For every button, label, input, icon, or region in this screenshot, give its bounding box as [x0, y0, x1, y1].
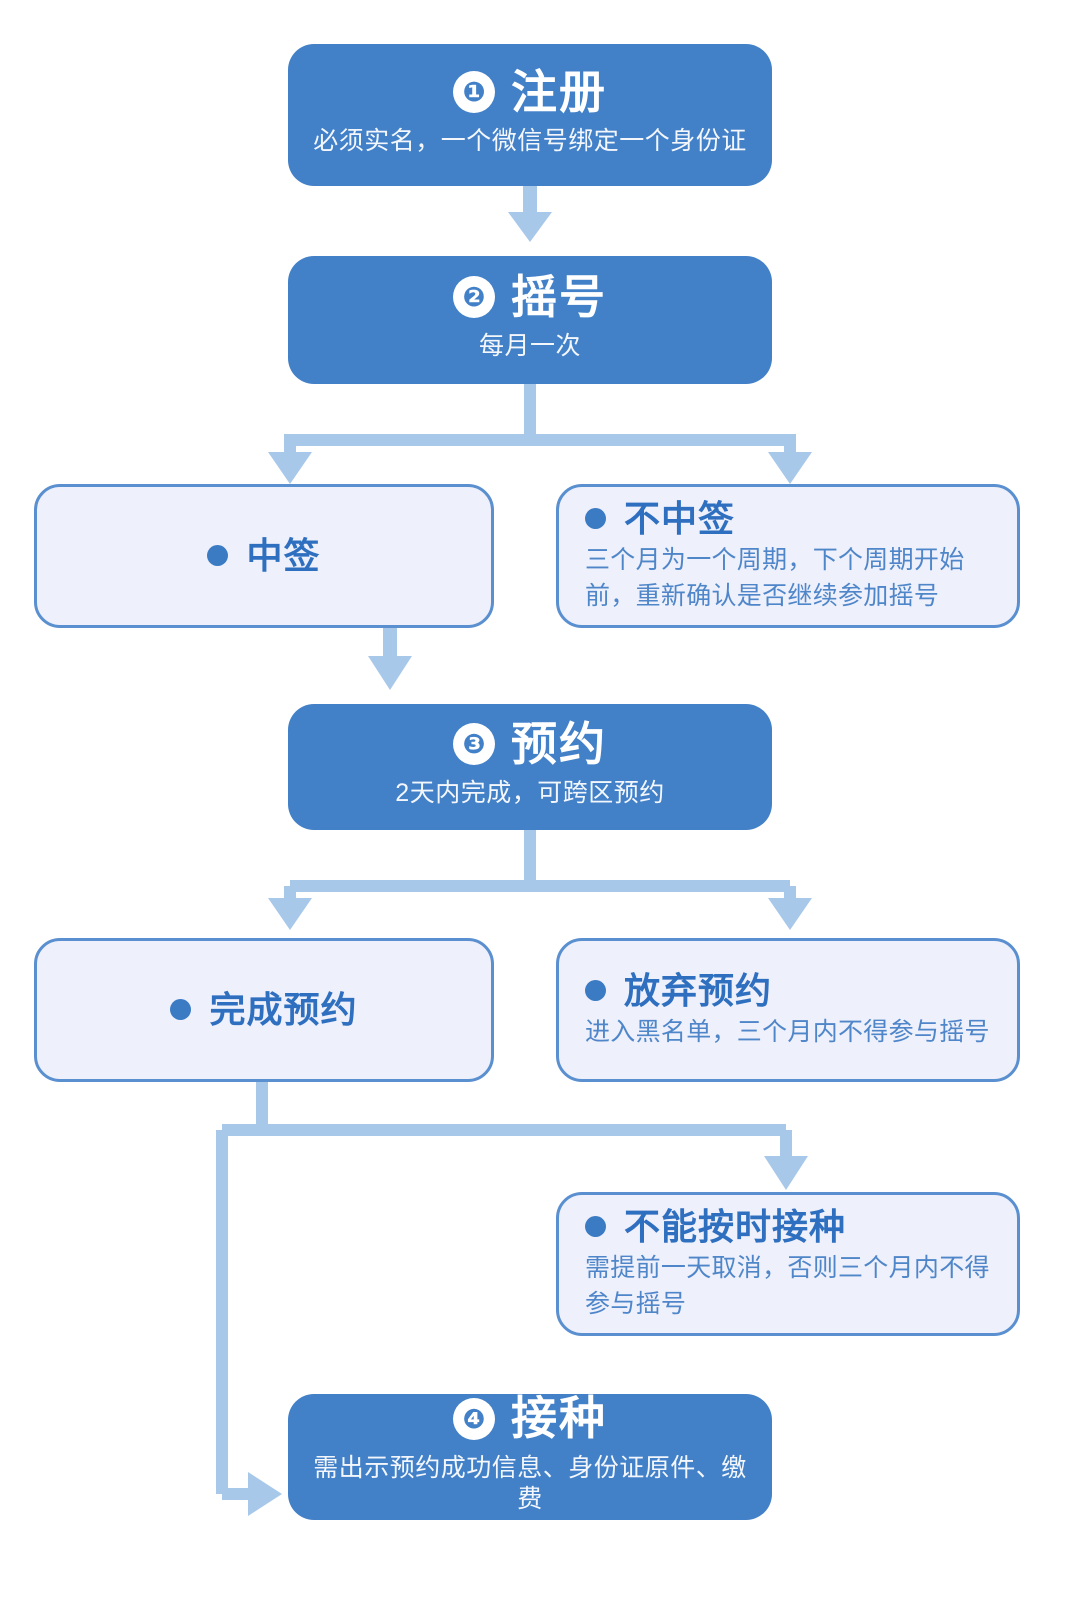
- step-vaccinate-title: 接种: [511, 1392, 607, 1444]
- step-number-badge-4: ❹: [453, 1397, 495, 1440]
- step-lottery-subtitle: 每月一次: [478, 332, 581, 361]
- step-appointment-title-row: ❸ 预约: [453, 717, 607, 771]
- step-number-badge-3: ❸: [453, 723, 495, 766]
- outcome-box-won[interactable]: 中签: [34, 484, 494, 628]
- step-vaccinate-subtitle: 需出示预约成功信息、身份证原件、缴费: [313, 1453, 747, 1513]
- connector-won-to-appointment: [368, 628, 412, 690]
- step-number-badge-2: ❷: [453, 276, 495, 319]
- step-register-title-row: ❶ 注册: [453, 65, 607, 119]
- outcome-missed-head: 不能按时接种: [585, 1206, 995, 1247]
- step-register-subtitle: 必须实名，一个微信号绑定一个身份证: [313, 127, 747, 156]
- step-lottery-title-row: ❷ 摇号: [453, 270, 607, 324]
- step-vaccinate-title-row: ❹ 接种: [453, 1392, 607, 1445]
- outcome-won-head: 中签: [207, 535, 320, 576]
- outcome-box-missed[interactable]: 不能按时接种 需提前一天取消，否则三个月内不得参与摇号: [556, 1192, 1020, 1336]
- outcome-won-title: 中签: [246, 535, 321, 577]
- step-appointment-title: 预约: [511, 717, 607, 770]
- outcome-completed-title: 完成预约: [209, 989, 358, 1031]
- step-box-lottery[interactable]: ❷ 摇号 每月一次: [288, 256, 772, 384]
- bullet-icon: [585, 979, 606, 1001]
- step-box-register[interactable]: ❶ 注册 必须实名，一个微信号绑定一个身份证: [288, 44, 772, 186]
- bullet-icon: [585, 508, 606, 529]
- outcome-box-not-won[interactable]: 不中签 三个月为一个周期，下个周期开始前，重新确认是否继续参加摇号: [556, 484, 1020, 628]
- outcome-not-won-body: 三个月为一个周期，下个周期开始前，重新确认是否继续参加摇号: [585, 546, 965, 610]
- connector-register-to-lottery: [508, 186, 552, 242]
- step-box-vaccinate[interactable]: ❹ 接种 需出示预约成功信息、身份证原件、缴费: [288, 1392, 772, 1520]
- outcome-abandoned-title: 放弃预约: [624, 969, 773, 1011]
- outcome-not-won-head: 不中签: [585, 498, 995, 539]
- outcome-box-completed[interactable]: 完成预约: [34, 938, 494, 1082]
- step-lottery-title: 摇号: [511, 270, 607, 323]
- outcome-completed-head: 完成预约: [170, 989, 357, 1030]
- outcome-missed-body: 需提前一天取消，否则三个月内不得参与摇号: [585, 1254, 990, 1318]
- outcome-not-won-title: 不中签: [624, 497, 736, 539]
- outcome-box-abandoned[interactable]: 放弃预约 进入黑名单，三个月内不得参与摇号: [556, 938, 1020, 1082]
- bullet-icon: [585, 1216, 606, 1237]
- connector-lottery-branch: [268, 384, 812, 484]
- outcome-abandoned-head: 放弃预约: [585, 970, 995, 1011]
- step-box-appointment[interactable]: ❸ 预约 2天内完成，可跨区预约: [288, 704, 772, 830]
- step-number-badge-1: ❶: [453, 71, 495, 114]
- bullet-icon: [207, 545, 229, 567]
- outcome-abandoned-body: 进入黑名单，三个月内不得参与摇号: [585, 1017, 990, 1046]
- bullet-icon: [170, 999, 192, 1021]
- step-register-title: 注册: [511, 65, 607, 118]
- outcome-missed-title: 不能按时接种: [624, 1205, 847, 1247]
- step-appointment-subtitle: 2天内完成，可跨区预约: [395, 779, 665, 808]
- connector-appointment-branch: [268, 830, 812, 930]
